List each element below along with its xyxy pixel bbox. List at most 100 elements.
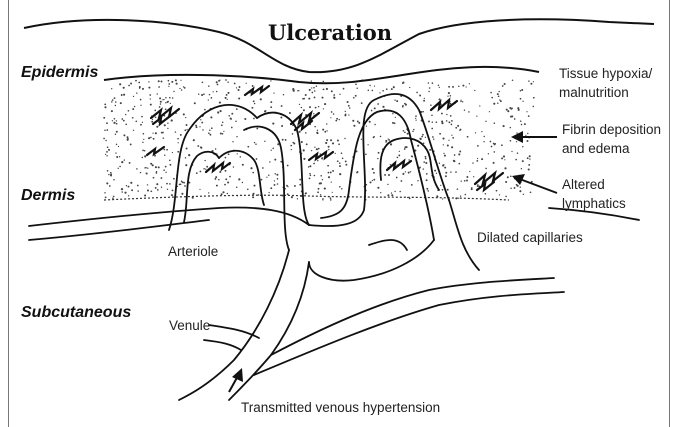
stipple-dot (481, 158, 483, 160)
stipple-dot (169, 183, 171, 185)
stipple-dot (104, 106, 106, 108)
stipple-dot (524, 123, 526, 125)
stipple-dot (522, 101, 523, 102)
stipple-dot (464, 109, 465, 110)
stipple-dot (199, 126, 200, 127)
stipple-dot (448, 92, 450, 94)
stipple-dot (303, 158, 305, 160)
stipple-dot (160, 103, 162, 105)
stipple-dot (115, 152, 116, 153)
stipple-dot (506, 109, 508, 111)
stipple-dot (262, 167, 264, 169)
stipple-dot (104, 192, 105, 193)
stipple-dot (183, 182, 185, 184)
stipple-dot (382, 106, 384, 108)
stipple-dot (361, 139, 362, 140)
stipple-dot (162, 132, 164, 134)
stipple-dot (110, 172, 112, 174)
stipple-dot (455, 127, 457, 129)
stipple-dot (343, 88, 345, 90)
stipple-dot (353, 125, 355, 127)
fibrin-cuffs (147, 86, 503, 190)
stipple-dot (442, 189, 444, 191)
stipple-dot (135, 120, 137, 122)
stipple-dot (522, 160, 524, 162)
stipple-dot (112, 197, 114, 199)
stipple-dot (368, 90, 370, 92)
stipple-dot (252, 193, 254, 195)
stipple-dot (450, 95, 452, 97)
stipple-dot (287, 186, 288, 187)
stipple-dot (465, 194, 467, 196)
stipple-dot (497, 103, 498, 104)
stipple-dot (160, 177, 162, 179)
stipple-dot (222, 133, 224, 135)
stipple-dot (203, 93, 205, 95)
stipple-dot (225, 157, 227, 159)
stipple-dot (145, 167, 146, 168)
stipple-dot (137, 190, 138, 191)
stipple-dot (118, 146, 119, 147)
stipple-dot (380, 136, 382, 138)
stipple-dot (417, 180, 418, 181)
stipple-dot (154, 110, 156, 112)
stipple-dot (172, 152, 173, 153)
stipple-dot (320, 182, 322, 184)
stipple-dot (181, 193, 183, 195)
stipple-dot (530, 83, 532, 85)
stipple-dot (433, 138, 434, 139)
stipple-dot (447, 144, 449, 146)
stipple-dot (430, 104, 432, 106)
stipple-dot (132, 117, 134, 119)
stipple-dot (371, 110, 373, 112)
stipple-dot (155, 132, 157, 134)
stipple-dot (372, 168, 374, 170)
stipple-dot (384, 174, 386, 176)
stipple-dot (165, 166, 167, 168)
stipple-dot (432, 136, 434, 138)
stipple-dot (168, 86, 169, 87)
stipple-dot (159, 97, 161, 99)
stipple-dot (165, 102, 166, 103)
stipple-dot (417, 145, 419, 147)
stipple-dot (128, 186, 130, 188)
stipple-dot (330, 197, 332, 199)
stipple-dot (221, 193, 223, 195)
stipple-dot (246, 83, 247, 84)
stipple-dot (316, 148, 318, 150)
stipple-dot (399, 151, 400, 152)
stipple-dot (472, 162, 473, 163)
stipple-dot (106, 151, 108, 153)
stipple-dot (208, 99, 209, 100)
stipple-dot (330, 117, 331, 118)
stipple-dot (169, 164, 171, 166)
stipple-dot (103, 117, 105, 119)
stipple-dot (407, 133, 409, 135)
stipple-dot (320, 175, 322, 177)
stipple-dot (168, 80, 170, 82)
tissue-hypoxia-label-line2: malnutrition (559, 85, 629, 100)
stipple-dot (115, 105, 116, 106)
stipple-dot (152, 119, 153, 120)
stipple-dot (202, 129, 204, 131)
stipple-dot (184, 129, 186, 131)
stipple-dot (160, 101, 162, 103)
stipple-dot (441, 113, 443, 115)
stipple-dot (308, 166, 309, 167)
stipple-dot (236, 87, 237, 88)
stipple-dot (247, 189, 249, 191)
stipple-dot (250, 167, 252, 169)
stipple-dot (483, 136, 484, 137)
stipple-dot (490, 141, 492, 143)
stipple-dot (222, 191, 224, 193)
stipple-dot (225, 79, 227, 81)
stipple-dot (514, 187, 516, 189)
stipple-dot (421, 136, 423, 138)
stipple-dot (227, 193, 229, 195)
stipple-dot (264, 141, 265, 142)
stipple-dot (136, 92, 137, 93)
stipple-dot (116, 144, 117, 145)
stipple-dot (443, 144, 444, 145)
stipple-dot (202, 81, 204, 83)
stipple-dot (314, 147, 315, 148)
